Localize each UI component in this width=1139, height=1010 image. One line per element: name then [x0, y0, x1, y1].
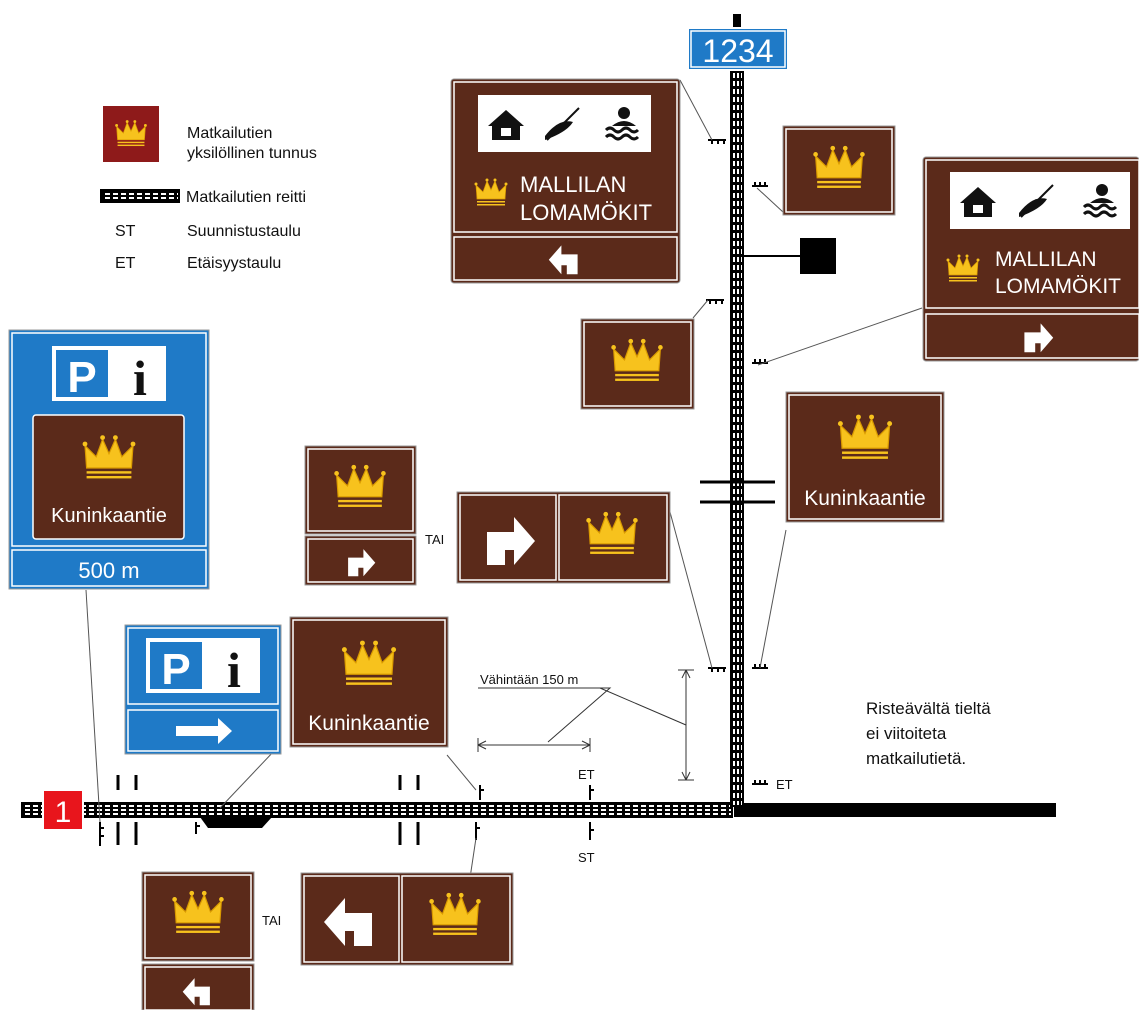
note-line3: matkailutietä.	[866, 749, 966, 768]
sign-name-line1: MALLILAN	[520, 172, 626, 197]
road-number-1234: 1234	[702, 33, 773, 69]
minimum-distance-label: Vähintään 150 m	[480, 672, 578, 687]
distance-dimension	[477, 669, 694, 781]
svg-text:P: P	[67, 353, 96, 402]
sign-name-line2: LOMAMÖKIT	[520, 200, 652, 225]
st-label-main-road: ST	[578, 850, 595, 865]
or-label-lower: TAI	[262, 913, 281, 928]
sign-service-right-arrow: P i	[124, 624, 282, 755]
road-number-1: 1	[55, 796, 72, 829]
legend-symbol-label-line2: yksilöllinen tunnus	[187, 145, 317, 162]
info-icon: i	[133, 350, 147, 406]
arrow-right-icon	[176, 718, 232, 744]
legend-st-code: ST	[115, 223, 136, 240]
note-line2: ei viitoiteta	[866, 724, 947, 743]
or-label-upper: TAI	[425, 532, 444, 547]
sign-left-arrow-and-crown	[300, 872, 514, 966]
road-number-1-shield: 1	[42, 789, 84, 831]
parking-icon	[56, 350, 108, 397]
sign-kuninkaantie-lower-text: Kuninkaantie	[308, 712, 429, 735]
legend-et-code: ET	[115, 255, 136, 272]
sign-service-kuninkaantie-text: Kuninkaantie	[51, 505, 167, 527]
sign-mallilan-lomamokit-left: MALLILAN LOMAMÖKIT	[450, 78, 681, 284]
svg-text:i: i	[227, 642, 241, 698]
legend-route-line	[100, 189, 180, 203]
legend-et-label: Etäisyystaulu	[187, 255, 281, 272]
side-road-end-block	[800, 238, 836, 274]
legend-st-label: Suunnistustaulu	[187, 223, 301, 240]
sign-crown-upper-right	[782, 125, 896, 216]
sign-mallilan-lomamokit-right: MALLILAN LOMAMÖKIT	[922, 156, 1139, 362]
sign-distance-text: 500 m	[78, 558, 139, 583]
note-line1: Risteävältä tieltä	[866, 699, 991, 718]
sign-right-name-line1: MALLILAN	[995, 248, 1097, 271]
sign-right-arrow-and-crown	[456, 491, 671, 584]
legend: Matkailutien yksilöllinen tunnus Matkail…	[100, 106, 317, 272]
sign-service-kuninkaantie-500m: P i Kuninkaantie 500 m	[8, 329, 210, 590]
side-road-tourist-route	[730, 14, 836, 807]
sign-right-name-line2: LOMAMÖKIT	[995, 275, 1121, 298]
et-label-side-road: ET	[776, 777, 793, 792]
legend-symbol-label-line1: Matkailutien	[187, 125, 272, 142]
sign-kuninkaantie-right: Kuninkaantie	[785, 391, 945, 523]
sign-crown-with-right-arrow	[304, 445, 417, 586]
road-number-1234-shield: 1234	[687, 27, 789, 71]
sign-kuninkaantie-right-text: Kuninkaantie	[804, 487, 925, 510]
road-break-marks	[116, 480, 775, 845]
sign-crown-with-left-arrow	[141, 871, 255, 1010]
sign-post-markers	[99, 139, 768, 846]
et-label-main-road: ET	[578, 767, 595, 782]
legend-route-label: Matkailutien reitti	[186, 189, 306, 206]
sign-crown-middle-left	[580, 318, 695, 410]
leader-lines	[85, 79, 923, 879]
main-road	[21, 802, 1056, 828]
svg-text:P: P	[161, 645, 190, 694]
sign-kuninkaantie-lower: Kuninkaantie	[289, 616, 449, 748]
